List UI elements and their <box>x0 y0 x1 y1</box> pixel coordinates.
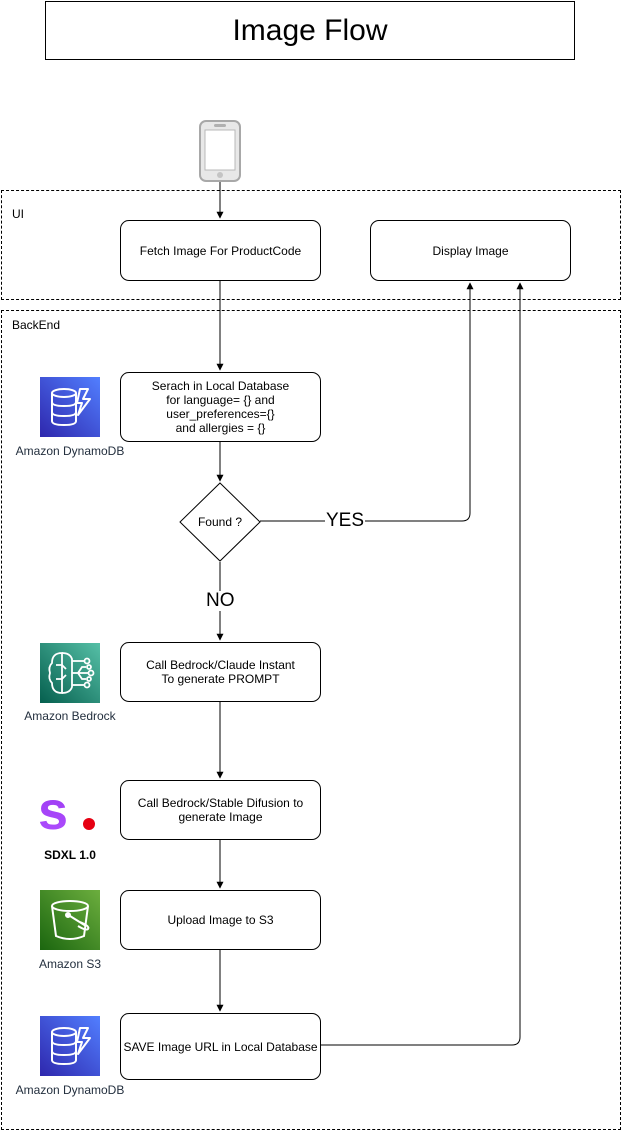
upload-s3-node: Upload Image to S3 <box>120 890 321 950</box>
fetch-image-node: Fetch Image For ProductCode <box>120 220 321 281</box>
backend-group-label: BackEnd <box>12 318 61 332</box>
bedrock-caption: Amazon Bedrock <box>24 709 116 723</box>
edge-save-to-display <box>320 282 524 1046</box>
call-bedrock-prompt-node: Call Bedrock/Claude Instant To generate … <box>120 642 321 702</box>
no-edge-label: NO <box>205 590 236 611</box>
svg-text:s: s <box>38 787 68 837</box>
amazon-s3-icon <box>40 890 100 950</box>
found-decision-shape <box>179 482 261 562</box>
page-title: Image Flow <box>45 1 575 60</box>
found-decision-label: Found ? <box>197 515 243 529</box>
sdxl-caption: SDXL 1.0 <box>44 848 96 862</box>
save-url-node: SAVE Image URL in Local Database <box>120 1013 321 1080</box>
ui-group-label: UI <box>12 207 24 221</box>
mobile-phone-icon <box>199 120 241 182</box>
display-image-node: Display Image <box>370 220 571 281</box>
dynamodb-caption: Amazon DynamoDB <box>15 444 125 458</box>
yes-edge-label: YES <box>325 510 366 531</box>
edge-found-yes-to-display <box>260 282 474 522</box>
call-stable-diffusion-node: Call Bedrock/Stable Difusion to generate… <box>120 780 321 840</box>
dynamodb-caption-2: Amazon DynamoDB <box>15 1083 125 1097</box>
amazon-dynamodb-icon <box>40 377 100 437</box>
amazon-dynamodb-icon <box>40 1016 100 1076</box>
search-local-db-node: Serach in Local Database for language= {… <box>120 372 321 442</box>
stability-ai-icon: s <box>38 787 95 837</box>
amazon-bedrock-icon <box>40 643 100 703</box>
s3-caption: Amazon S3 <box>38 957 102 971</box>
